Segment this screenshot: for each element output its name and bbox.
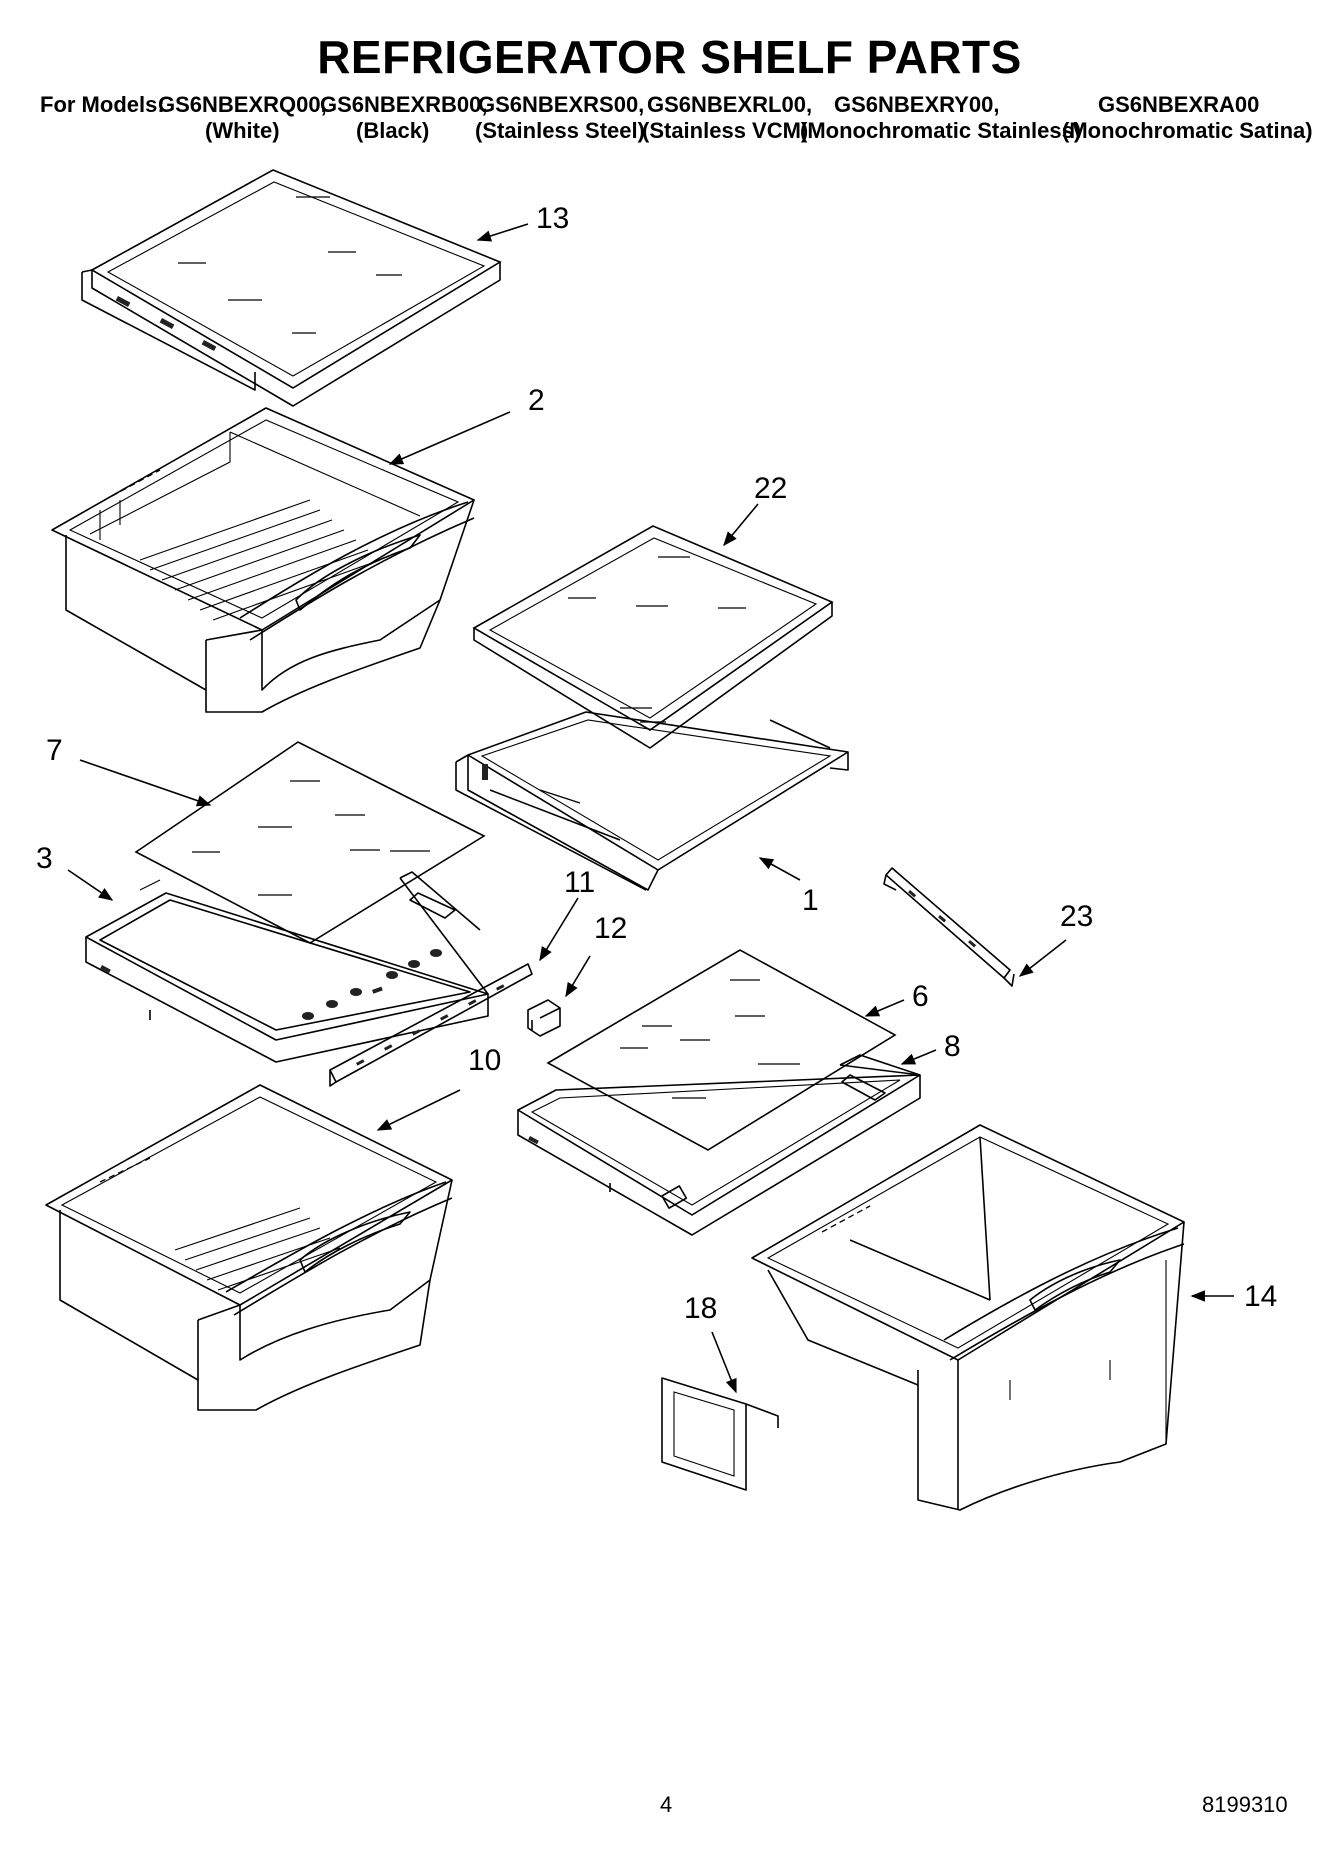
callout-14: 14 (1244, 1280, 1277, 1313)
callout-13: 13 (536, 202, 569, 235)
part-1-shelf-frame (455, 711, 849, 891)
callout-10: 10 (468, 1044, 501, 1077)
part-12-clip (527, 999, 561, 1037)
model-number: GS6NBEXRS00, (478, 92, 645, 117)
callout-7: 7 (46, 734, 63, 767)
page-title: REFRIGERATOR SHELF PARTS (317, 31, 1022, 83)
model-finish: (Black) (356, 118, 430, 143)
callout-18: 18 (684, 1292, 717, 1325)
model-finish: (Stainless VCM) (642, 118, 809, 143)
callout-labels: 13 2 22 7 1 3 11 12 23 6 8 10 14 18 (36, 202, 1277, 1325)
document-number: 8199310 (1202, 1792, 1288, 1817)
callout-12: 12 (594, 912, 627, 945)
callout-22: 22 (754, 472, 787, 505)
callout-23: 23 (1060, 900, 1093, 933)
part-14-crisper-drawer (751, 1124, 1185, 1511)
callout-3: 3 (36, 842, 53, 875)
part-23-rail (883, 867, 1015, 987)
model-finish: (Monochromatic Satina) (1062, 118, 1313, 143)
models-prefix: For Models: (40, 92, 165, 117)
callout-arrows (67, 223, 1234, 1394)
model-number: GS6NBEXRY00, (834, 92, 1000, 117)
part-6-glass-panel (546, 949, 897, 1151)
model-number: GS6NBEXRB00, (320, 92, 488, 117)
part-10-crisper-drawer (45, 1084, 453, 1411)
part-7-glass-panel (134, 741, 486, 944)
model-number: GS6NBEXRQ00, (158, 92, 327, 117)
page-number: 4 (660, 1792, 673, 1817)
model-finish: (White) (205, 118, 280, 143)
part-22-glass-shelf (472, 525, 834, 749)
model-number: GS6NBEXRA00 (1098, 92, 1260, 117)
model-finish: (Monochromatic Stainless) (800, 118, 1082, 143)
part-2-crisper-drawer (51, 407, 475, 713)
callout-6: 6 (912, 980, 929, 1013)
model-number: GS6NBEXRL00, (647, 92, 813, 117)
part-13-glass-shelf (81, 169, 502, 407)
callout-8: 8 (944, 1030, 961, 1063)
model-finish: (Stainless Steel) (475, 118, 645, 143)
callout-1: 1 (802, 884, 819, 917)
callout-2: 2 (528, 384, 545, 417)
callout-11: 11 (564, 866, 595, 899)
part-11-rail (329, 963, 533, 1087)
part-3-crisper-cover-frame (85, 871, 489, 1063)
part-18-label-insert (661, 1377, 779, 1491)
part-8-crisper-cover-frame (517, 1054, 921, 1236)
